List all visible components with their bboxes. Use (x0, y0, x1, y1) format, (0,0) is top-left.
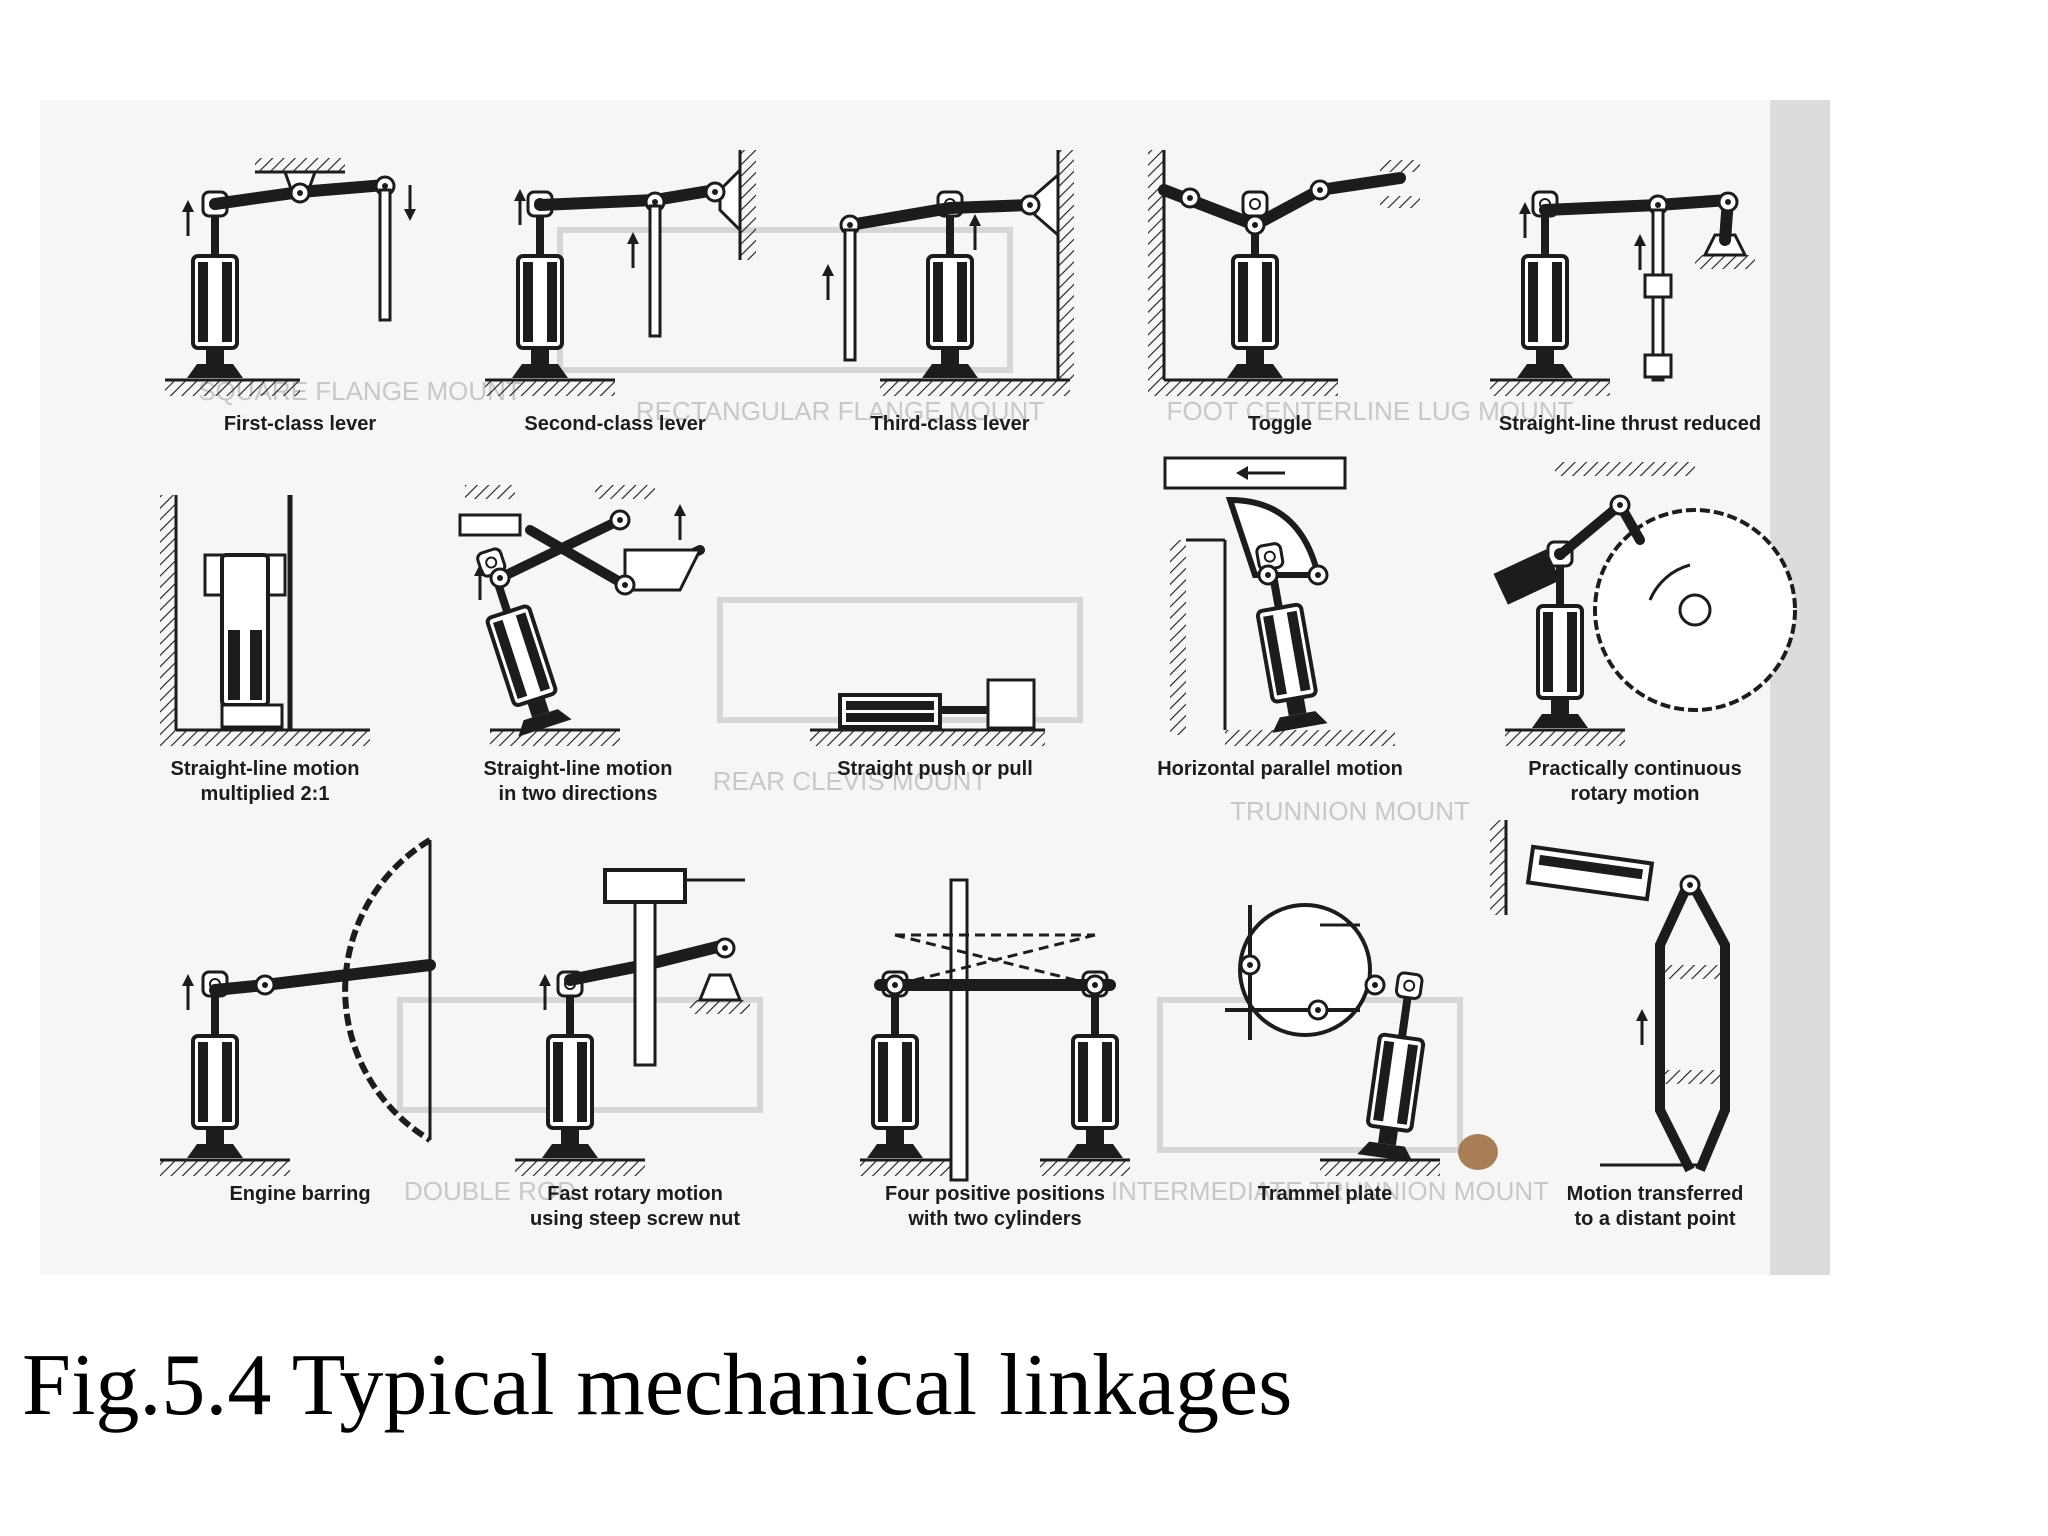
ghost-print-through: SQUARE FLANGE MOUNT RECTANGULAR FLANGE M… (198, 227, 1574, 1206)
diagram-first-class-lever: First-class lever (165, 158, 418, 435)
label-first-class-lever: First-class lever (224, 413, 377, 435)
diagram-motion-transferred: Motion transferred to a distant point (1490, 820, 1743, 1230)
label-toggle: Toggle (1248, 413, 1312, 435)
label-second-class-lever: Second-class lever (524, 413, 705, 435)
label-fast-rotary-motion-2: using steep screw nut (530, 1208, 740, 1230)
diagram-horizontal-parallel-motion: Horizontal parallel motion (1157, 456, 1403, 780)
label-four-positive-positions-2: with two cylinders (907, 1208, 1081, 1230)
ghost-text: RECTANGULAR FLANGE MOUNT (636, 396, 1044, 426)
label-practically-continuous-rotary-motion-1: Practically continuous (1528, 758, 1741, 780)
label-trammel-plate: Trammel plate (1258, 1183, 1393, 1205)
label-straight-line-thrust-reduced: Straight-line thrust reduced (1499, 413, 1761, 435)
diagram-practically-continuous-rotary-motion: Practically continuous rotary motion (1493, 462, 1797, 805)
ghost-text: REAR CLEVIS MOUNT (713, 766, 988, 796)
diagram-straight-push-or-pull: Straight push or pull (810, 678, 1045, 780)
diagram-third-class-lever: Third-class lever (820, 150, 1074, 435)
diagram-four-positive-positions: Four positive positions with two cylinde… (860, 878, 1130, 1230)
label-horizontal-parallel-motion: Horizontal parallel motion (1157, 758, 1403, 780)
page-edge-shadow (1770, 100, 1830, 1275)
scan-smudge (1458, 1134, 1498, 1170)
label-practically-continuous-rotary-motion-2: rotary motion (1571, 783, 1700, 805)
label-straight-line-motion-two-directions-1: Straight-line motion (484, 758, 673, 780)
label-straight-push-or-pull: Straight push or pull (837, 758, 1033, 780)
label-motion-transferred-2: to a distant point (1574, 1208, 1735, 1230)
ghost-text: FOOT CENTERLINE LUG MOUNT (1167, 396, 1574, 426)
ghost-text: TRUNNION MOUNT (1230, 796, 1470, 826)
figure-caption: Fig.5.4 Typical mechanical linkages (22, 1337, 1293, 1434)
diagram-straight-line-motion-multiplied: Straight-line motion multiplied 2:1 (160, 495, 370, 805)
ghost-text: INTERMEDIATE TRUNNION MOUNT (1111, 1176, 1549, 1206)
label-straight-line-motion-two-directions-2: in two directions (499, 783, 658, 805)
diagram-fast-rotary-motion: Fast rotary motion using steep screw nut (515, 868, 750, 1230)
diagram-engine-barring: Engine barring (160, 837, 436, 1205)
label-third-class-lever: Third-class lever (871, 413, 1030, 435)
diagram-straight-line-motion-two-directions: Straight-line motion in two directions (458, 485, 705, 805)
diagram-trammel-plate: Trammel plate (1225, 903, 1441, 1205)
diagram-straight-line-thrust-reduced: Straight-line thrust reduced (1490, 190, 1761, 435)
label-motion-transferred-1: Motion transferred (1567, 1183, 1744, 1205)
label-engine-barring: Engine barring (229, 1183, 370, 1205)
diagram-second-class-lever: Second-class lever (485, 150, 756, 435)
label-straight-line-motion-multiplied-1: Straight-line motion (171, 758, 360, 780)
label-fast-rotary-motion-1: Fast rotary motion (547, 1183, 723, 1205)
label-four-positive-positions-1: Four positive positions (885, 1183, 1105, 1205)
ghost-text: DOUBLE ROD (404, 1176, 576, 1206)
diagram-toggle: Toggle (1148, 150, 1420, 435)
label-straight-line-motion-multiplied-2: multiplied 2:1 (201, 783, 330, 805)
